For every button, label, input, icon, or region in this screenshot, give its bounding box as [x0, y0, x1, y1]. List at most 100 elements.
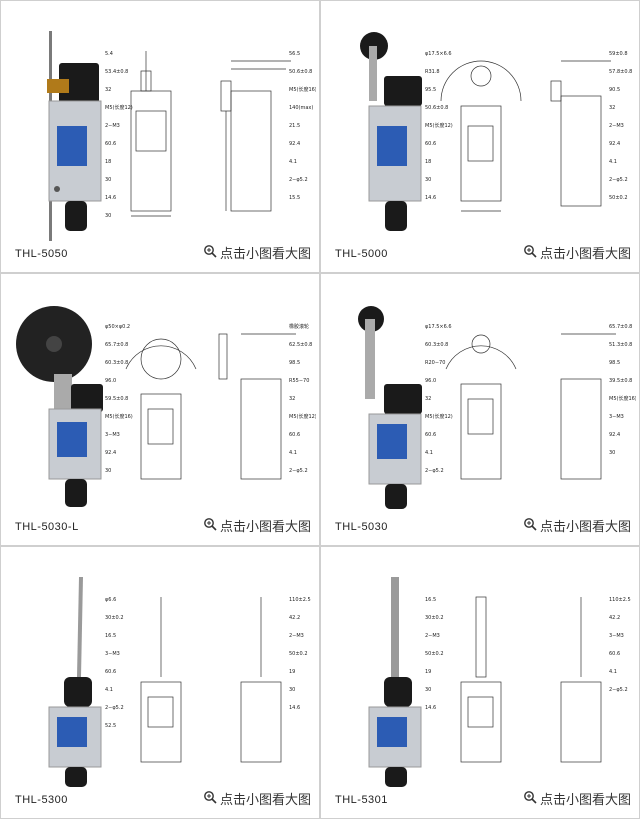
dimension-label: 15.5	[289, 195, 300, 201]
dimension-label: 2−φ5.2	[609, 177, 628, 183]
dimension-label: 30	[425, 177, 431, 183]
dimension-label: 21.5	[289, 123, 300, 129]
zoom-label: 点击小图看大图	[219, 792, 311, 807]
dimension-label: 18	[105, 159, 111, 165]
dimension-label: 110±2.5	[609, 597, 631, 603]
dimension-label: 18	[425, 159, 431, 165]
dimension-label: 90.5	[609, 87, 620, 93]
dimension-label: 2−M3	[425, 633, 440, 639]
dimension-label: 56.5	[289, 51, 300, 57]
dimension-label: 50±0.2	[289, 651, 308, 657]
zoom-link[interactable]: 点击小图看大图	[203, 516, 311, 535]
dimension-label: 65.7±0.8	[105, 342, 128, 348]
dimension-label: 65.7±0.8	[609, 324, 632, 330]
magnifier-icon	[203, 517, 217, 534]
dimension-label: 42.2	[609, 615, 620, 621]
model-label: THL-5000	[335, 248, 388, 260]
dimension-label: 60.6	[105, 669, 116, 675]
dimension-label: 140(max)	[289, 105, 313, 111]
dimension-label: 42.2	[289, 615, 300, 621]
magnifier-icon	[203, 790, 217, 807]
dimension-label: 60.6	[425, 432, 436, 438]
product-card-thl-5050[interactable]: 5.4 56.5 53.4±0.8 50.6±0.8 32 M5(长度16) M5(长度12…	[0, 0, 320, 273]
dimension-label: 98.5	[289, 360, 300, 366]
dimension-label: 3−M3	[105, 432, 120, 438]
dimension-label: 14.6	[425, 705, 436, 711]
dimension-label: 39.5±0.8	[609, 378, 632, 384]
dimension-label: 60.6	[425, 141, 436, 147]
dimension-label: 4.1	[609, 159, 617, 165]
product-photo[interactable]	[329, 577, 449, 787]
product-photo[interactable]	[9, 577, 129, 787]
dimension-label: 4.1	[289, 159, 297, 165]
zoom-label: 点击小图看大图	[539, 246, 631, 261]
dimension-label: 30	[105, 177, 111, 183]
zoom-link[interactable]: 点击小图看大图	[523, 516, 631, 535]
zoom-link[interactable]: 点击小图看大图	[203, 789, 311, 808]
model-label: THL-5300	[15, 794, 68, 806]
magnifier-icon	[203, 244, 217, 261]
dimension-label: 95.5	[425, 87, 436, 93]
product-photo[interactable]	[9, 304, 129, 514]
dimension-label: 50.6±0.8	[289, 69, 312, 75]
dimension-label: 2−φ5.2	[609, 687, 628, 693]
dimension-label: 4.1	[289, 450, 297, 456]
dimension-label: 92.4	[289, 141, 300, 147]
dimension-label: 30±0.2	[105, 615, 124, 621]
dimension-label: 5.4	[105, 51, 113, 57]
zoom-label: 点击小图看大图	[219, 519, 311, 534]
product-photo[interactable]	[9, 31, 129, 241]
dimension-label: φ6.6	[105, 597, 116, 603]
zoom-link[interactable]: 点击小图看大图	[203, 243, 311, 262]
dimension-label: 30	[105, 213, 111, 219]
zoom-label: 点击小图看大图	[219, 246, 311, 261]
dimension-label: 53.4±0.8	[105, 69, 128, 75]
magnifier-icon	[523, 517, 537, 534]
dimension-label: 50.6±0.8	[425, 105, 448, 111]
dimension-label: M5(长度16)	[289, 86, 316, 93]
dimension-drawing[interactable]: 5.4 56.5 53.4±0.8 50.6±0.8 32 M5(长度16) M5(长度12…	[101, 41, 316, 231]
dimension-label: M5(长度12)	[105, 104, 133, 111]
model-label: THL-5030	[335, 521, 388, 533]
dimension-label: 59.5±0.8	[105, 396, 128, 402]
dimension-label: 98.5	[609, 360, 620, 366]
dimension-label: 60.6	[289, 432, 300, 438]
dimension-label: φ17.5×6.6	[425, 324, 452, 330]
model-label: THL-5050	[15, 248, 68, 260]
product-photo[interactable]	[329, 31, 449, 241]
dimension-label: 32	[425, 396, 431, 402]
zoom-link[interactable]: 点击小图看大图	[523, 243, 631, 262]
dimension-label: 59±0.8	[609, 51, 628, 57]
dimension-label: 16.5	[425, 597, 436, 603]
dimension-label: 57.8±0.8	[609, 69, 632, 75]
dimension-label: φ50×φ0.2	[105, 324, 130, 330]
dimension-label: 14.6	[425, 195, 436, 201]
dimension-label: 92.4	[609, 432, 620, 438]
dimension-label: 32	[105, 87, 111, 93]
dimension-label: 2−φ5.2	[289, 177, 308, 183]
dimension-label: R20−70	[425, 360, 445, 366]
dimension-label: 52.5	[105, 723, 116, 729]
dimension-label: R55−70	[289, 378, 309, 384]
dimension-label: 2−M3	[105, 123, 120, 129]
product-photo[interactable]	[329, 304, 449, 514]
dimension-label: 60.6	[105, 141, 116, 147]
dimension-label: 30	[105, 468, 111, 474]
dimension-label: 96.0	[425, 378, 436, 384]
zoom-link[interactable]: 点击小图看大图	[523, 789, 631, 808]
dimension-label: 50±0.2	[609, 195, 628, 201]
dimension-label: M5(长度12)	[425, 122, 453, 129]
dimension-label: 19	[425, 669, 431, 675]
dimension-label: 4.1	[609, 669, 617, 675]
